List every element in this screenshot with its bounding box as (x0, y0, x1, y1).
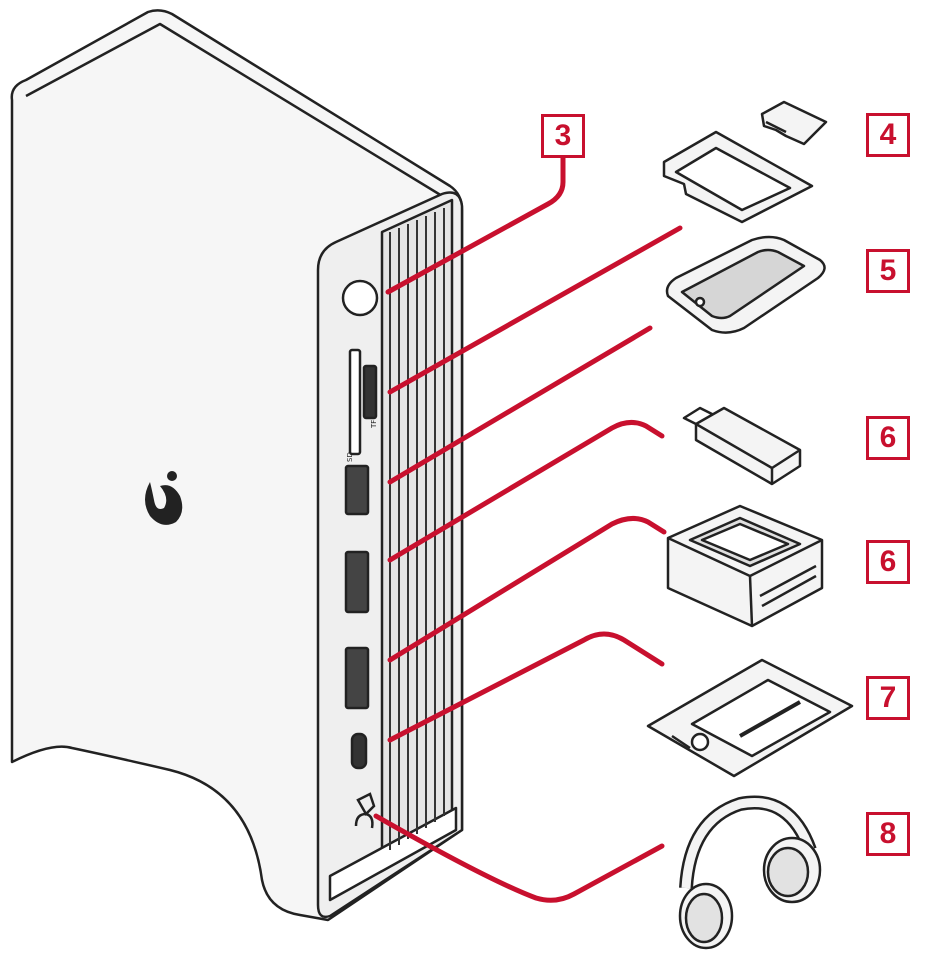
callout-7: 7 (866, 676, 910, 720)
leader-6a (387, 420, 665, 563)
brand-logo-icon (145, 471, 183, 525)
sd-slot (348, 348, 362, 456)
leader-4 (387, 225, 683, 395)
leader-7 (387, 631, 665, 743)
sd-card-icon (662, 130, 814, 224)
tf-port-label: TF (370, 420, 378, 429)
docking-station (10, 9, 464, 922)
dock-ports (341, 279, 379, 829)
headphones-icon (678, 795, 822, 950)
leader-lines (373, 155, 683, 903)
callout-5: 5 (866, 249, 910, 293)
dock-foot (328, 806, 458, 902)
power-button-icon[interactable] (341, 279, 379, 317)
audio-jack-icon (356, 792, 376, 817)
leader-5 (387, 325, 653, 485)
sd-port-label: SD (346, 452, 354, 462)
callout-3: 3 (541, 114, 585, 158)
printer-icon (666, 504, 824, 628)
microsd-slot (362, 364, 378, 420)
usb-port-2 (344, 550, 370, 614)
callout-8: 8 (866, 812, 910, 856)
usb-port-3 (344, 646, 370, 710)
leader-8 (373, 813, 665, 903)
usb-c-port (350, 732, 368, 770)
drawing-tablet-icon (646, 658, 854, 778)
microsd-card-icon (760, 100, 828, 146)
usb-drive-icon (682, 406, 802, 486)
smartphone-icon (665, 235, 826, 334)
leader-3 (385, 155, 566, 295)
dock-top-edge (25, 22, 453, 204)
dock-vents (389, 208, 445, 850)
dock-port-labels: SD TF (346, 420, 378, 462)
leader-6b (387, 516, 667, 663)
callout-6-usb-drive: 6 (866, 416, 910, 460)
headset-symbol-icon (354, 812, 374, 829)
callout-4: 4 (866, 113, 910, 157)
usb-port-1 (344, 464, 370, 516)
callout-6-printer: 6 (866, 540, 910, 584)
